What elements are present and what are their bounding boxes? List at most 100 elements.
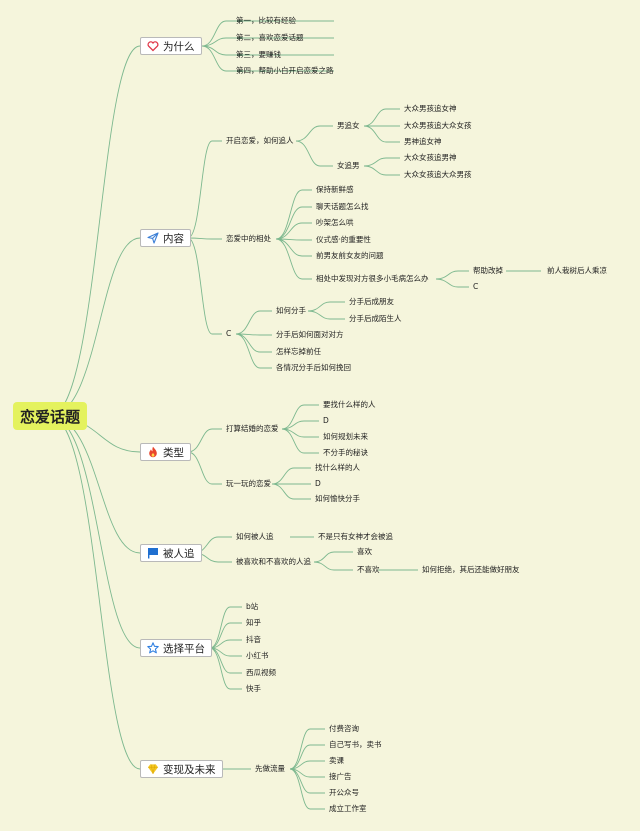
connector-line [363,157,400,167]
monetize-item: 开公众号 [329,788,359,797]
flag-icon [147,547,159,559]
connector-line [201,45,334,72]
connector-line [49,415,141,770]
content-c: C [226,329,232,338]
connector-line [363,125,400,143]
connector-line [295,125,333,142]
connector-line [289,728,325,770]
connector-line [295,140,333,167]
branch-type[interactable]: 类型 [140,443,191,461]
content-boy-item: 男神追女神 [404,137,442,146]
content-c-sub: C [473,282,479,291]
why-item: 第三，要赚钱 [236,50,281,59]
why-item: 第二，喜欢恋爱话题 [236,33,304,42]
branch-monetize[interactable]: 变现及未来 [140,760,223,778]
star-icon [147,642,159,654]
connector-line [187,451,222,485]
connector-line [363,165,400,176]
platform-item: b站 [246,602,259,611]
type-marriage-item: 如何规划未来 [323,432,368,441]
paper-plane-icon [147,232,159,244]
branch-why-label: 为什么 [163,40,195,53]
branch-monetize-label: 变现及未来 [163,763,216,776]
connector-line [275,238,312,241]
why-item: 第一，比较有经验 [236,16,296,25]
branch-pursued[interactable]: 被人追 [140,544,202,562]
platform-item: 抖音 [246,635,261,644]
connector-line [289,744,325,770]
heart-icon [147,40,159,52]
content-breakup-item: 分手后成陌生人 [349,314,402,323]
content-flaws: 相处中发现对方很多小毛病怎么办 [316,274,429,283]
connector-line [271,467,311,485]
monetize-item: 卖课 [329,756,344,765]
monetize-item: 接广告 [329,772,352,781]
connector-line [49,415,141,554]
connector-line [201,37,334,47]
pursued-dislike: 不喜欢 [357,565,380,574]
connector-line [209,647,242,690]
type-casual-item: 如何愉快分手 [315,494,360,503]
branch-content[interactable]: 内容 [140,229,191,247]
connector-line [289,768,325,810]
content-girl-item: 大众女孩追大众男孩 [404,170,472,179]
branch-platform[interactable]: 选择平台 [140,639,212,657]
gem-icon [147,763,159,775]
content-after-item: 分手后如何面对对方 [276,330,344,339]
content-together: 恋爱中的相处 [226,234,271,243]
content-boy-chase: 男追女 [337,121,360,130]
content-breakup: 如何分手 [276,306,306,315]
connector-line [209,639,242,649]
connector-line [307,301,345,312]
type-marriage-item: 要找什么样的人 [323,400,376,409]
connector-line [187,140,222,239]
content-start: 开启恋爱，如何追人 [226,136,294,145]
connector-line [307,310,345,320]
platform-item: 西瓜视频 [246,668,276,677]
pursued-reject: 如何拒绝，其后还能做好朋友 [422,565,520,574]
type-casual-item: D [315,479,321,488]
connector-line [435,270,469,280]
connector-line [435,278,469,288]
content-after-item: 怎样忘掉前任 [276,347,321,356]
pursued-not-only: 不是只有女神才会被追 [318,532,393,541]
platform-item: 小红书 [246,651,269,660]
why-item: 第四，帮助小白开启恋爱之路 [236,66,334,75]
type-marriage: 打算结婚的恋爱 [226,424,279,433]
branch-why[interactable]: 为什么 [140,37,202,55]
fire-icon [147,446,159,458]
monetize-traffic: 先做流量 [255,764,285,773]
connector-line [49,45,141,417]
connector-line [281,404,319,430]
content-boy-item: 大众男孩追大众女孩 [404,121,472,130]
connector-line [313,551,353,563]
monetize-item: 自己写书，卖书 [329,740,382,749]
connector-line [209,622,242,649]
content-together-item: 聊天话题怎么找 [316,202,369,211]
branch-pursued-label: 被人追 [163,547,195,560]
content-together-item: 仪式感·的重要性 [316,235,371,244]
type-casual: 玩一玩的恋爱 [226,479,271,488]
type-marriage-item: D [323,416,329,425]
content-girl-item: 大众女孩追男神 [404,153,457,162]
platform-item: 快手 [246,684,261,693]
branch-platform-label: 选择平台 [163,642,205,655]
connector-line [313,561,353,571]
connector-line [235,333,272,369]
connector-line [49,237,141,417]
connector-line [187,237,222,335]
connector-line [187,237,222,240]
content-breakup-item: 分手后成朋友 [349,297,394,306]
connector-line [201,20,334,47]
monetize-item: 成立工作室 [329,804,367,813]
connector-line [271,483,311,500]
content-predecessor: 前人栽树后人乘凉 [547,266,607,275]
content-help-change: 帮助改掉 [473,266,503,275]
connector-line [281,428,319,454]
pursued-how: 如何被人追 [236,532,274,541]
root-topic[interactable]: 恋爱话题 [13,402,87,430]
connector-line [209,606,242,649]
connector-line [275,189,312,240]
content-together-item: 保持新鲜感 [316,185,354,194]
connector-line [289,760,325,770]
